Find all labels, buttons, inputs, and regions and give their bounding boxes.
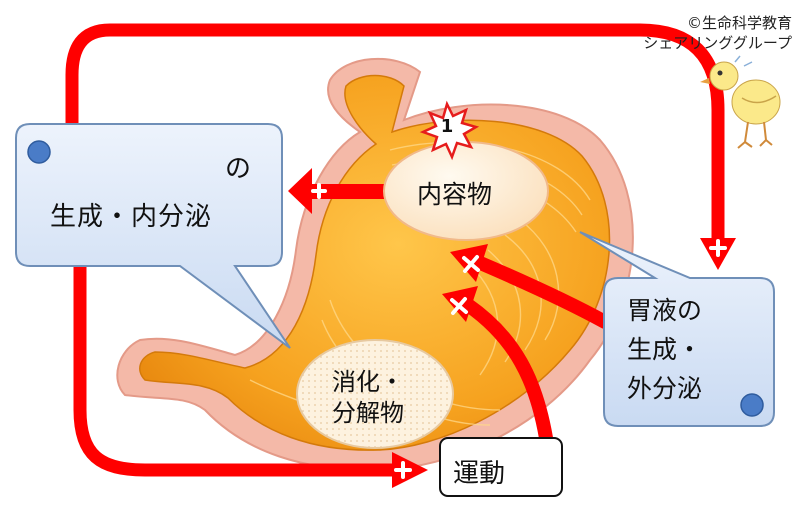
starburst-badge	[419, 100, 480, 161]
contents-label: 内容物	[417, 180, 493, 209]
plus-signs	[311, 183, 727, 479]
exercise-box	[439, 437, 563, 497]
copyright-notice: ©生命科学教育 シェアリンググループ	[632, 13, 792, 53]
plus-sign-exercise-arrow	[450, 297, 468, 315]
feedback-loop-lower-line	[73, 255, 407, 477]
plus-sign-left-arrow	[311, 183, 327, 199]
digestion-label-line-2: 分解物	[332, 399, 404, 427]
digestion-bubble	[296, 339, 454, 449]
left-box-dot	[27, 140, 51, 164]
callout-right-box	[579, 231, 775, 427]
digestion-label-line-1: 消化・	[332, 368, 404, 396]
arrowhead-to-left-box	[288, 168, 312, 214]
copyright-line-2: シェアリンググループ	[643, 34, 792, 52]
right-box-line-3: 外分泌	[627, 374, 703, 403]
callout-left-box	[15, 123, 291, 349]
right-box-dot	[740, 393, 764, 417]
arrow-exercise-to-stomach	[461, 298, 553, 445]
left-box-line-2: 生成・内分泌	[50, 202, 213, 232]
plus-sign-upper-arrow	[462, 255, 480, 273]
right-box-line-1: 胃液の	[627, 296, 703, 325]
copyright-line-1: ©生命科学教育	[686, 14, 792, 32]
chick-mascot-icon	[700, 55, 781, 149]
plus-sign-bottom-arrow	[394, 461, 412, 479]
exercise-label: 運動	[453, 459, 506, 489]
arrow-contents-to-left-box	[308, 184, 394, 199]
right-box-line-2: 生成・	[627, 335, 703, 364]
badge-number: 1	[440, 116, 454, 137]
left-box-line-1: の	[225, 154, 252, 184]
plus-sign-right-arrow	[709, 239, 727, 257]
arrow-gastric-juice-upper	[471, 255, 612, 329]
